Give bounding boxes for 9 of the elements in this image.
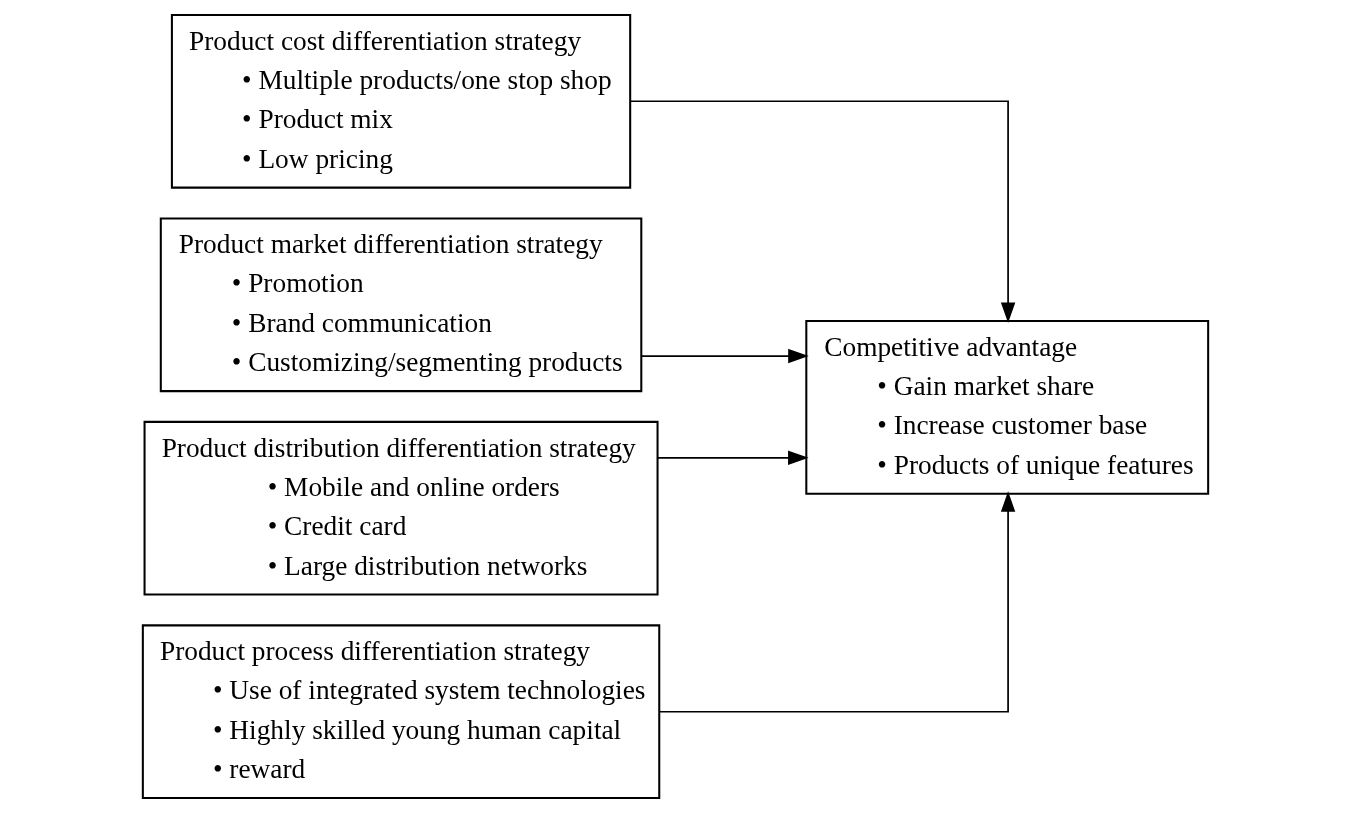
- arrow: [658, 491, 1016, 713]
- arrow: [656, 450, 809, 465]
- arrow: [640, 348, 809, 364]
- node-box: Product market differentiation strategy • Promotion • Brand communication • Customizing/segmenting products: [159, 217, 643, 393]
- node-box: Product process differentiation strategy • Use of integrated system technologies • Highly skilled young human capital • reward: [141, 624, 661, 800]
- node-box: Product cost differentiation strategy • Multiple products/one stop shop • Product mix • Low pricing: [170, 13, 632, 189]
- arrow: [629, 100, 1016, 324]
- node-box: Product distribution differentiation strategy • Mobile and online orders • Credit card • Large distribution networks: [143, 420, 659, 596]
- node-box: Competitive advantage • Gain market share • Increase customer base • Products of unique features: [805, 319, 1210, 495]
